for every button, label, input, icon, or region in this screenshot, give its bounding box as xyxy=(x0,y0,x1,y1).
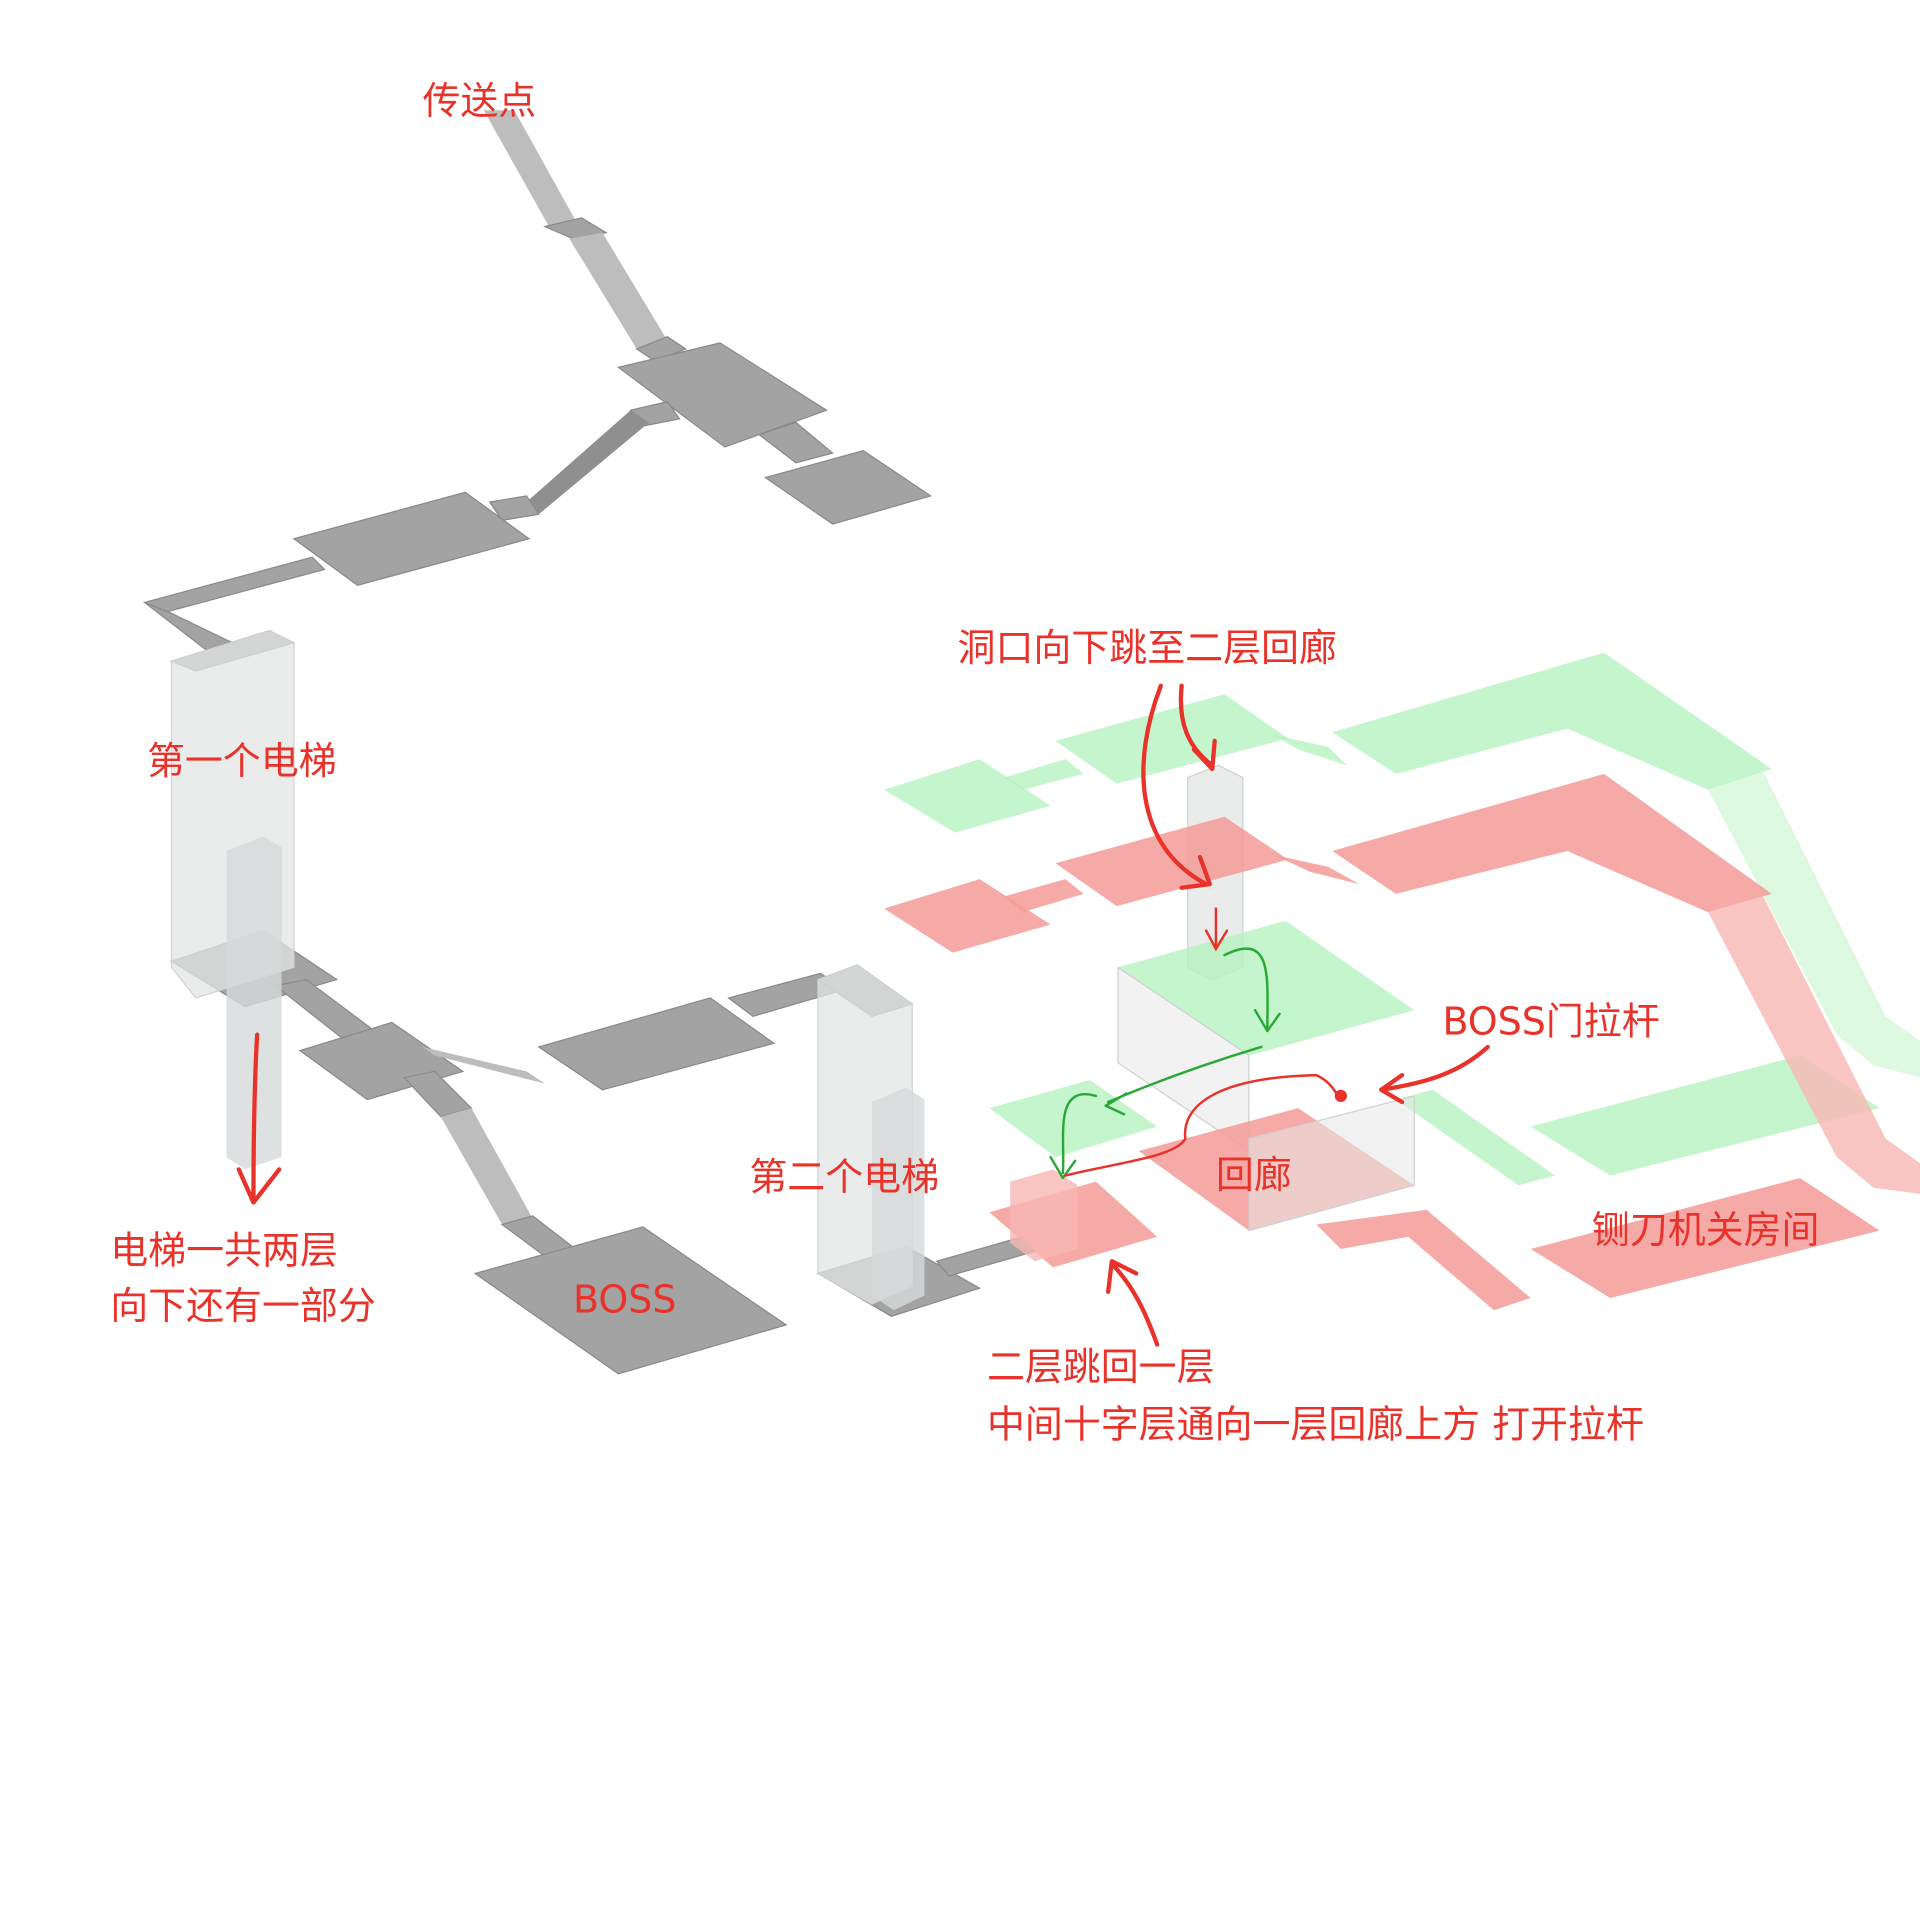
green-right-room xyxy=(1530,1055,1880,1176)
green-path-left xyxy=(1004,759,1084,790)
elevator2-inner-shaft xyxy=(871,1087,925,1311)
green-shaft-right xyxy=(1708,771,1886,1035)
path-teleport-4 xyxy=(635,336,688,362)
lever-marker xyxy=(1334,1089,1347,1103)
arrow-jump-back xyxy=(1106,1259,1160,1347)
red-room-left xyxy=(884,879,1051,953)
path-ramp-left xyxy=(488,495,540,522)
path-teleport-2 xyxy=(542,217,608,240)
path-upper-left xyxy=(142,556,326,613)
path-to-elevator1 xyxy=(144,601,235,653)
green-route xyxy=(1049,947,1281,1180)
room-hub-right xyxy=(763,449,933,525)
red-box-side xyxy=(1248,1095,1415,1232)
path-teleport-3 xyxy=(569,232,668,349)
red-route xyxy=(1064,1073,1343,1177)
red-shaft-right xyxy=(1708,896,1886,1158)
red-room-center xyxy=(1055,816,1289,907)
green-box xyxy=(1117,920,1415,1056)
path-to-boss-2 xyxy=(440,1108,533,1225)
arrow-shaft-down xyxy=(1204,907,1229,952)
red-guillotine-room xyxy=(1530,1177,1880,1298)
room-hub xyxy=(616,342,828,448)
green-path-center xyxy=(1273,734,1347,766)
ramp-hub-left xyxy=(526,410,649,515)
path-teleport-1 xyxy=(483,110,576,231)
arrow-hole-1 xyxy=(1141,683,1212,890)
label-boss-lever: BOSS门拉杆 xyxy=(1442,1000,1659,1044)
arrow-hole-2 xyxy=(1178,683,1217,772)
path-to-boss-1 xyxy=(402,1070,473,1118)
arrow-boss-lever xyxy=(1379,1044,1490,1105)
label-jump-back-1: 二层跳回一层 xyxy=(987,1345,1215,1389)
label-hole-jump: 洞口向下跳至二层回廊 xyxy=(958,626,1337,670)
label-elevator1-note-2: 向下还有一部分 xyxy=(110,1284,376,1328)
label-corridor: 回廊 xyxy=(1216,1153,1292,1197)
red-corridor-top xyxy=(1332,773,1772,913)
room-upper-left xyxy=(292,491,531,586)
label-teleport: 传送点 xyxy=(422,79,536,123)
red-path-center xyxy=(1273,854,1360,885)
label-jump-back-2: 中间十字层通向一层回廊上方 打开拉杆 xyxy=(987,1403,1644,1447)
red-path-guillotine xyxy=(1316,1209,1531,1311)
green-room-left xyxy=(884,759,1051,833)
label-boss: BOSS xyxy=(573,1278,676,1322)
elevator1-inner-shaft xyxy=(226,836,282,1170)
elevator-shafts xyxy=(170,629,1244,1311)
green-link xyxy=(1395,1089,1556,1186)
label-elevator1-note-1: 电梯一共两层 xyxy=(110,1229,338,1273)
room-boss xyxy=(473,1226,788,1375)
annotation-arrows xyxy=(236,683,1490,1347)
path-hub-right xyxy=(757,421,834,464)
arrow-elevator-down xyxy=(236,1032,282,1205)
green-right-path xyxy=(1836,1016,1920,1078)
label-elevator1: 第一个电梯 xyxy=(147,739,337,783)
label-guillotine-room: 铡刀机关房间 xyxy=(1592,1208,1820,1252)
red-inner xyxy=(1010,1169,1078,1262)
labels: 传送点 第一个电梯 电梯一共两层 向下还有一部分 BOSS 第二个电梯 洞口向下… xyxy=(110,79,1819,1447)
green-corridor-top xyxy=(1332,652,1772,790)
red-right-path xyxy=(1836,1138,1920,1194)
room-middle xyxy=(537,997,776,1091)
floor-1-gray xyxy=(142,110,1036,1375)
label-elevator2: 第二个电梯 xyxy=(749,1155,939,1199)
red-path-left xyxy=(1004,879,1084,913)
ramp-middle xyxy=(422,1046,545,1084)
green-room-center xyxy=(1055,694,1289,784)
floor-2-red xyxy=(884,773,1920,1311)
